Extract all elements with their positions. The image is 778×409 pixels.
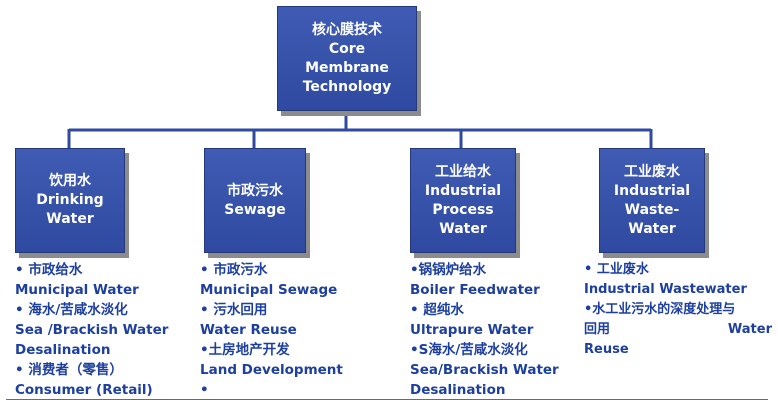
branch-list-industrial-wastewater: • 工业废水 Industrial Wastewater •水工业污水的深度处理… [584,260,772,360]
root-line-2: Core [328,40,366,57]
branch-title-line: Sewage [224,201,286,218]
branch-title-line: Water [628,220,676,237]
list-item: Sea/Brackish Water [410,362,559,378]
branch-title-line: 工业废水 [624,163,680,180]
list-item: • 市政给水 [15,262,83,278]
list-item: Desalination [15,342,111,358]
list-item: • 工业废水 [584,262,649,277]
list-item: •水工业污水的深度处理与 [584,302,736,317]
list-item: • 消费者（零售） [15,362,123,378]
list-item: Ultrapure Water [410,322,534,338]
list-item: •S海水/苦咸水淡化 [410,342,528,358]
branch-title-line: Process [432,201,494,218]
branch-title-line: Industrial [424,182,502,199]
list-item: •土房地产开发 [200,342,290,358]
branch-list-sewage: • 市政污水 Municipal Sewage • 污水回用 Water Reu… [200,260,390,400]
list-item: Land Development [200,362,343,378]
list-item: • 海水/苦咸水淡化 [15,302,128,318]
root-node: 核心膜技术 Core Membrane Technology [277,6,417,111]
root-line-3: Membrane [305,59,389,76]
list-item-part: Water [727,322,772,337]
list-item: Boiler Feedwater [410,282,540,298]
list-item: Industrial Wastewater [584,282,747,297]
branch-title-line: Drinking [36,192,104,208]
list-item: • 污水回用 [200,302,268,318]
list-item: Reuse [584,342,629,357]
branch-node-industrial-wastewater: 工业废水 Industrial Waste- Water [599,148,705,253]
branch-title-line: Water [46,211,94,227]
branch-title-line: 工业给水 [435,163,491,180]
list-item-split: 回用 Water [584,320,772,340]
branch-title-line: Industrial [613,182,691,199]
list-item: • [200,382,209,398]
root-line-1: 核心膜技术 [312,21,382,38]
list-item: Water Reuse [200,322,297,338]
bottom-divider [6,399,768,400]
list-item: Municipal Water [15,282,139,298]
branch-node-sewage: 市政污水 Sewage [204,148,306,253]
branch-node-drinking-water: 饮用水 Drinking Water [15,148,125,253]
list-item: Sea /Brackish Water [15,322,169,338]
list-item: Municipal Sewage [200,282,338,298]
branch-title-line: Waste- [624,201,680,218]
list-item: •锅锅炉给水 [410,262,487,278]
branch-title-line: 饮用水 [49,173,91,189]
list-item: • 超纯水 [410,302,464,318]
list-item: Consumer (Retail) [15,382,153,398]
list-item-part: 回用 [584,322,611,337]
branch-node-industrial-process-water: 工业给水 Industrial Process Water [410,148,516,253]
list-item: Desalination [410,382,506,398]
list-item: • 市政污水 [200,262,268,278]
branch-list-industrial-process-water: •锅锅炉给水 Boiler Feedwater • 超纯水 Ultrapure … [410,260,580,400]
branch-title-line: 市政污水 [227,182,283,199]
branch-title-line: Water [439,220,487,237]
branch-list-drinking-water: • 市政给水 Municipal Water • 海水/苦咸水淡化 Sea /B… [15,260,195,400]
root-line-4: Technology [302,78,392,95]
